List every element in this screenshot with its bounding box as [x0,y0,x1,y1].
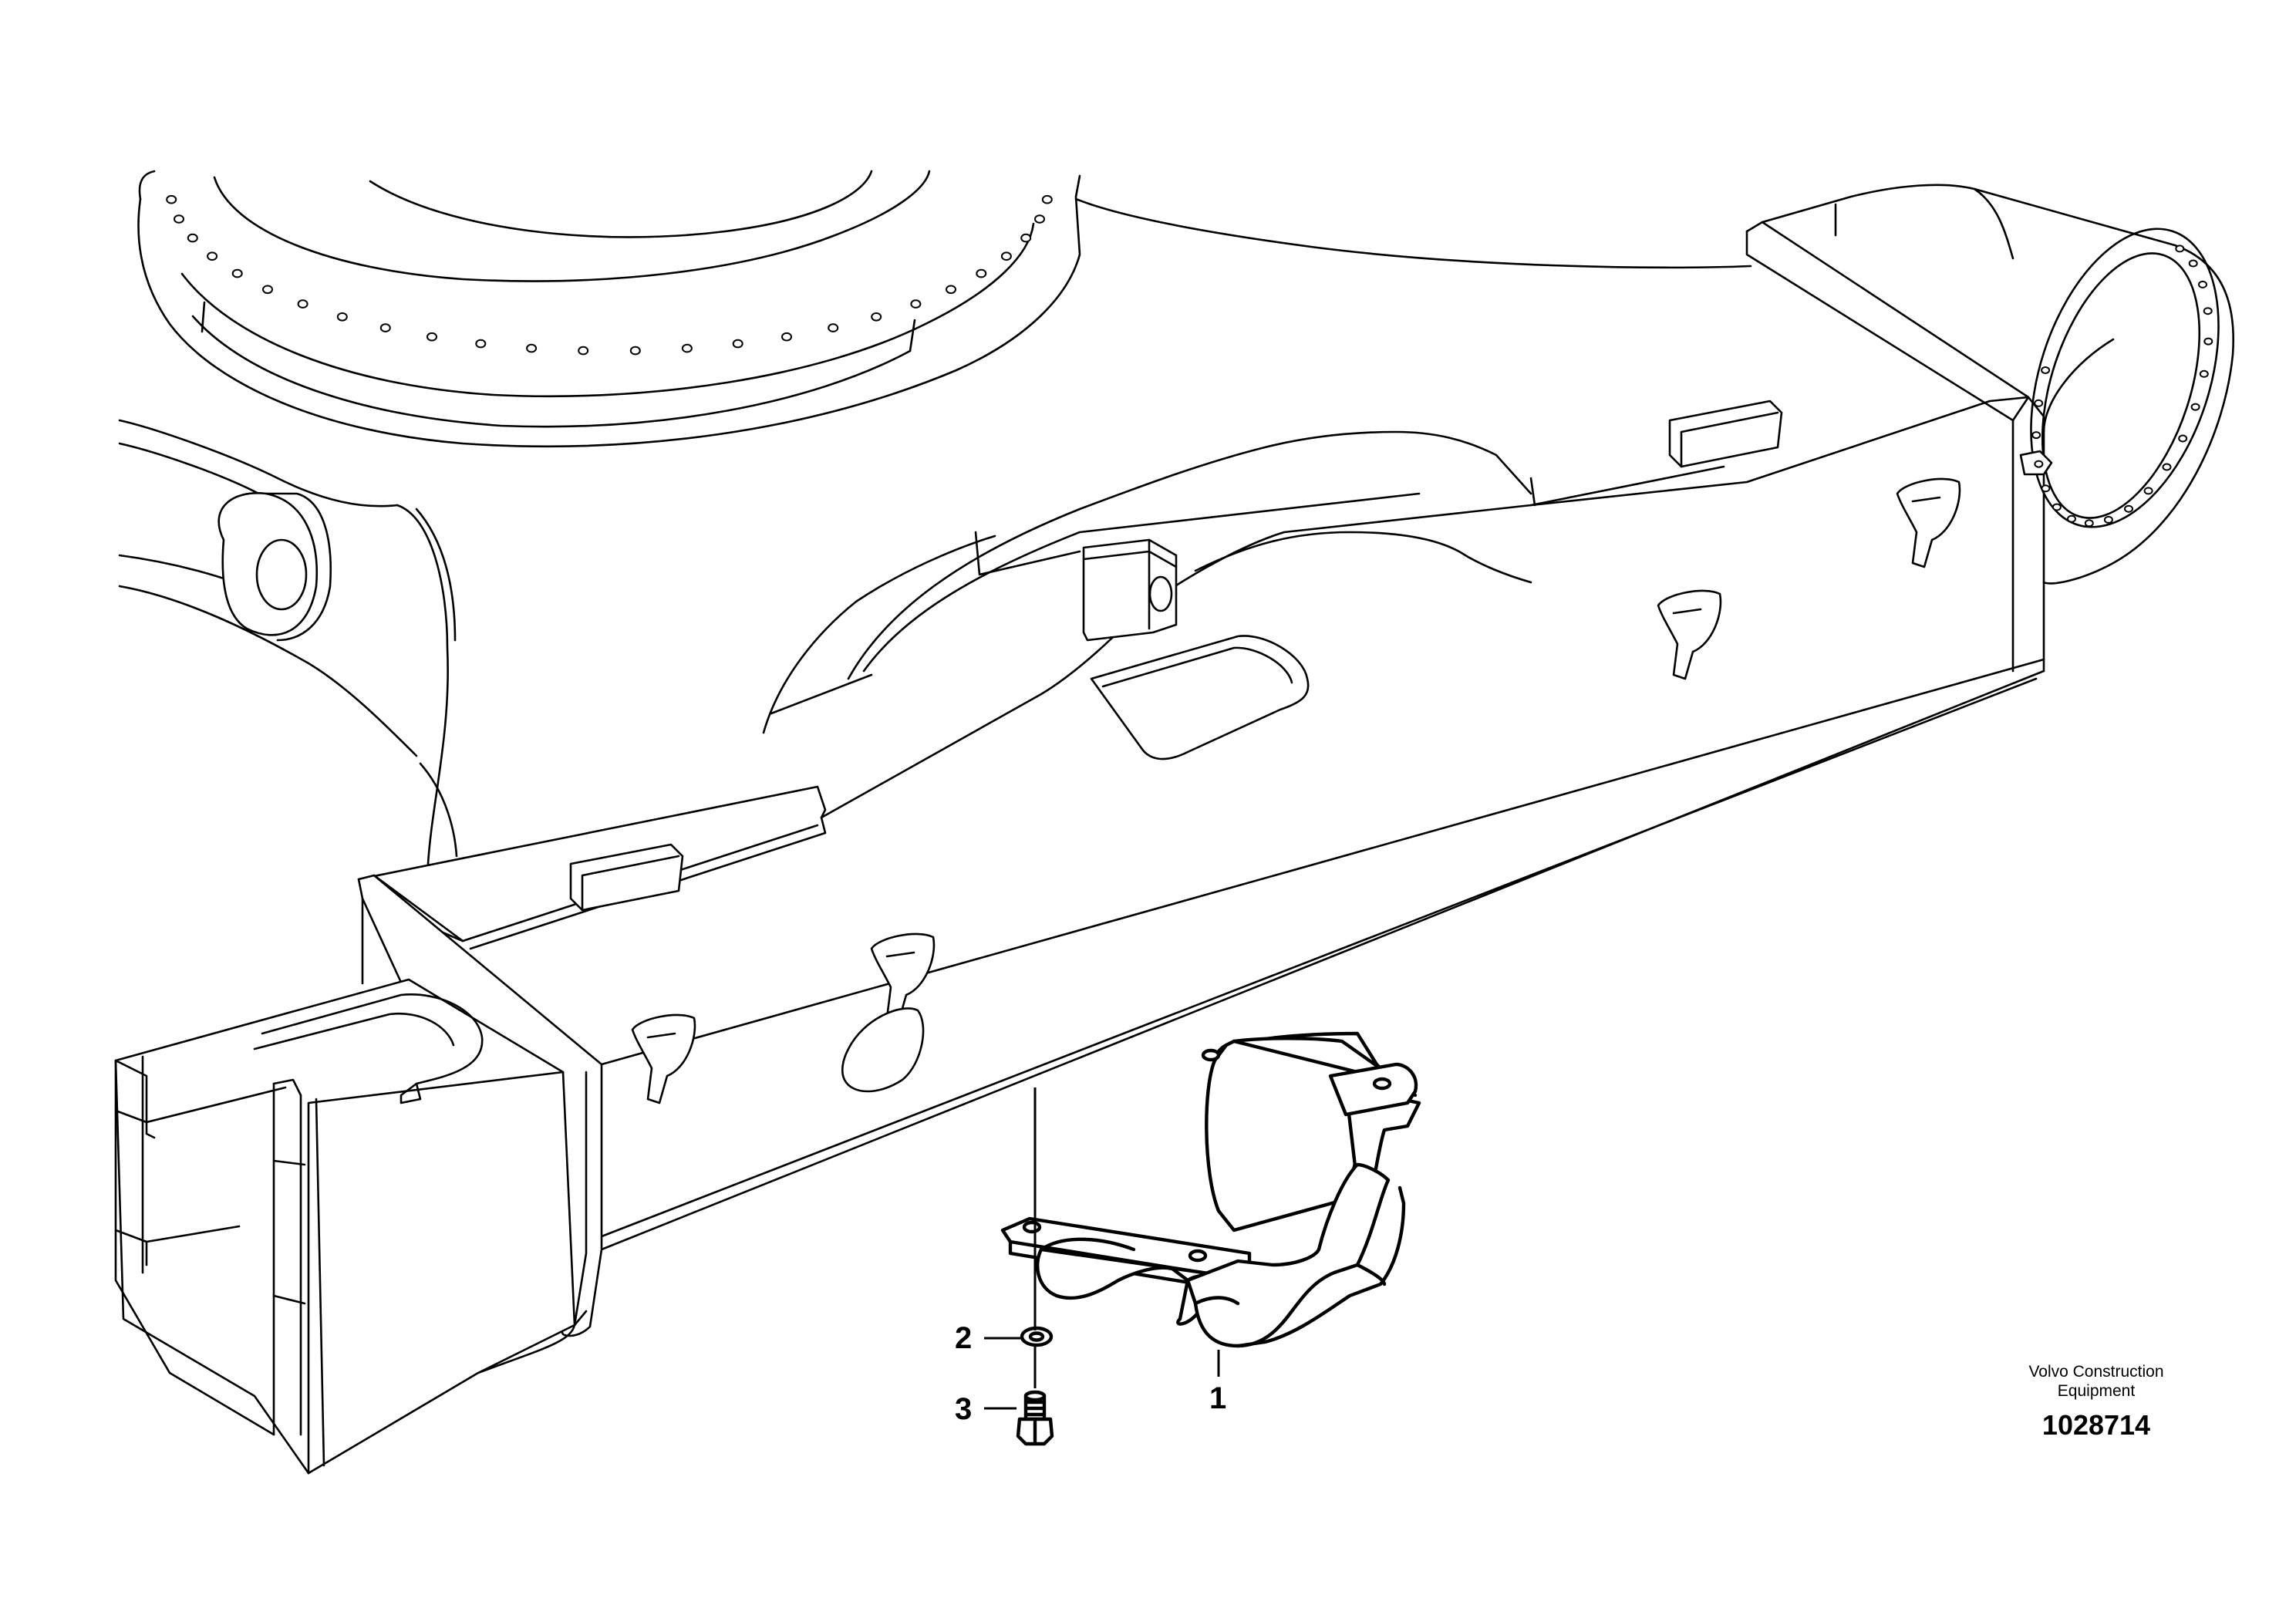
bolt-hole [2162,463,2172,471]
bolt-hole [2034,460,2044,468]
brand-block: Volvo Construction Equipment 1028714 [2028,1363,2163,1441]
bolt-hole [166,194,177,204]
track-guide-blocks [569,400,1961,1104]
bolt-hole [2034,399,2044,407]
bolt-hole [871,312,882,322]
callout-2: 2 [955,1321,972,1355]
bolt-hole [578,346,589,356]
callout-3: 3 [955,1392,972,1426]
idler-housing [1761,184,2234,585]
bolt-hole [2203,307,2213,315]
bolt-hole [2188,259,2198,268]
bolt-hole [1000,251,1012,261]
bolt-hole [2041,484,2051,493]
bolt-hole [976,268,987,278]
bolt-hole [2031,431,2041,440]
bolt-hole [732,339,743,349]
bolt-hole [262,285,273,295]
bracket-part-1 [1000,1031,1421,1348]
bolt-hole [231,268,243,278]
brand-line-2: Equipment [2058,1382,2136,1400]
bolt-hole [2052,503,2062,511]
callouts: 1 2 3 [955,1321,1226,1426]
leader-lines [984,1088,1220,1410]
idler-bolt-holes [2031,244,2213,528]
bearing-bolt-holes [166,194,1053,356]
bolt-hole [297,299,308,309]
bolt-hole [781,332,792,342]
bolt-hole [1034,214,1045,224]
bolt-hole [2124,504,2133,513]
washer-part-2 [1020,1326,1054,1347]
bolt-hole [207,251,218,261]
bolt-hole [681,343,693,353]
bolt-hole [946,285,956,295]
bolt-hole [2198,280,2207,288]
bolt-hole [828,323,839,332]
bolt-hole [2190,403,2200,411]
carbody-frame [118,197,1752,865]
bolt-hole [2084,519,2094,528]
bolt-hole [2103,515,2113,524]
bolt-hole [475,339,487,349]
bolt-hole [629,346,641,356]
brand-line-1: Volvo Construction [2028,1363,2163,1381]
bolt-hole [379,323,391,332]
swing-bearing-ring [137,170,1081,448]
bolt-hole [174,214,184,224]
bolt-hole [426,332,437,342]
screw-part-3 [1016,1390,1054,1446]
bolt-hole [187,233,198,243]
track-frame-beam [357,221,2045,1251]
bolt-hole [2203,337,2213,346]
reference-number: 1028714 [2042,1409,2150,1441]
bolt-hole [1041,194,1053,204]
bolt-hole [2041,366,2051,374]
callout-1: 1 [1209,1381,1226,1415]
bolt-hole [1020,233,1032,243]
frame-left-end [114,874,603,1475]
bolt-hole [2143,487,2153,495]
bolt-hole [2178,434,2188,443]
bolt-hole [2199,369,2209,378]
bolt-hole [336,312,348,322]
bolt-hole [910,299,922,309]
bolt-hole [2175,244,2185,253]
bolt-hole [526,343,538,353]
bolt-hole [2067,514,2076,523]
